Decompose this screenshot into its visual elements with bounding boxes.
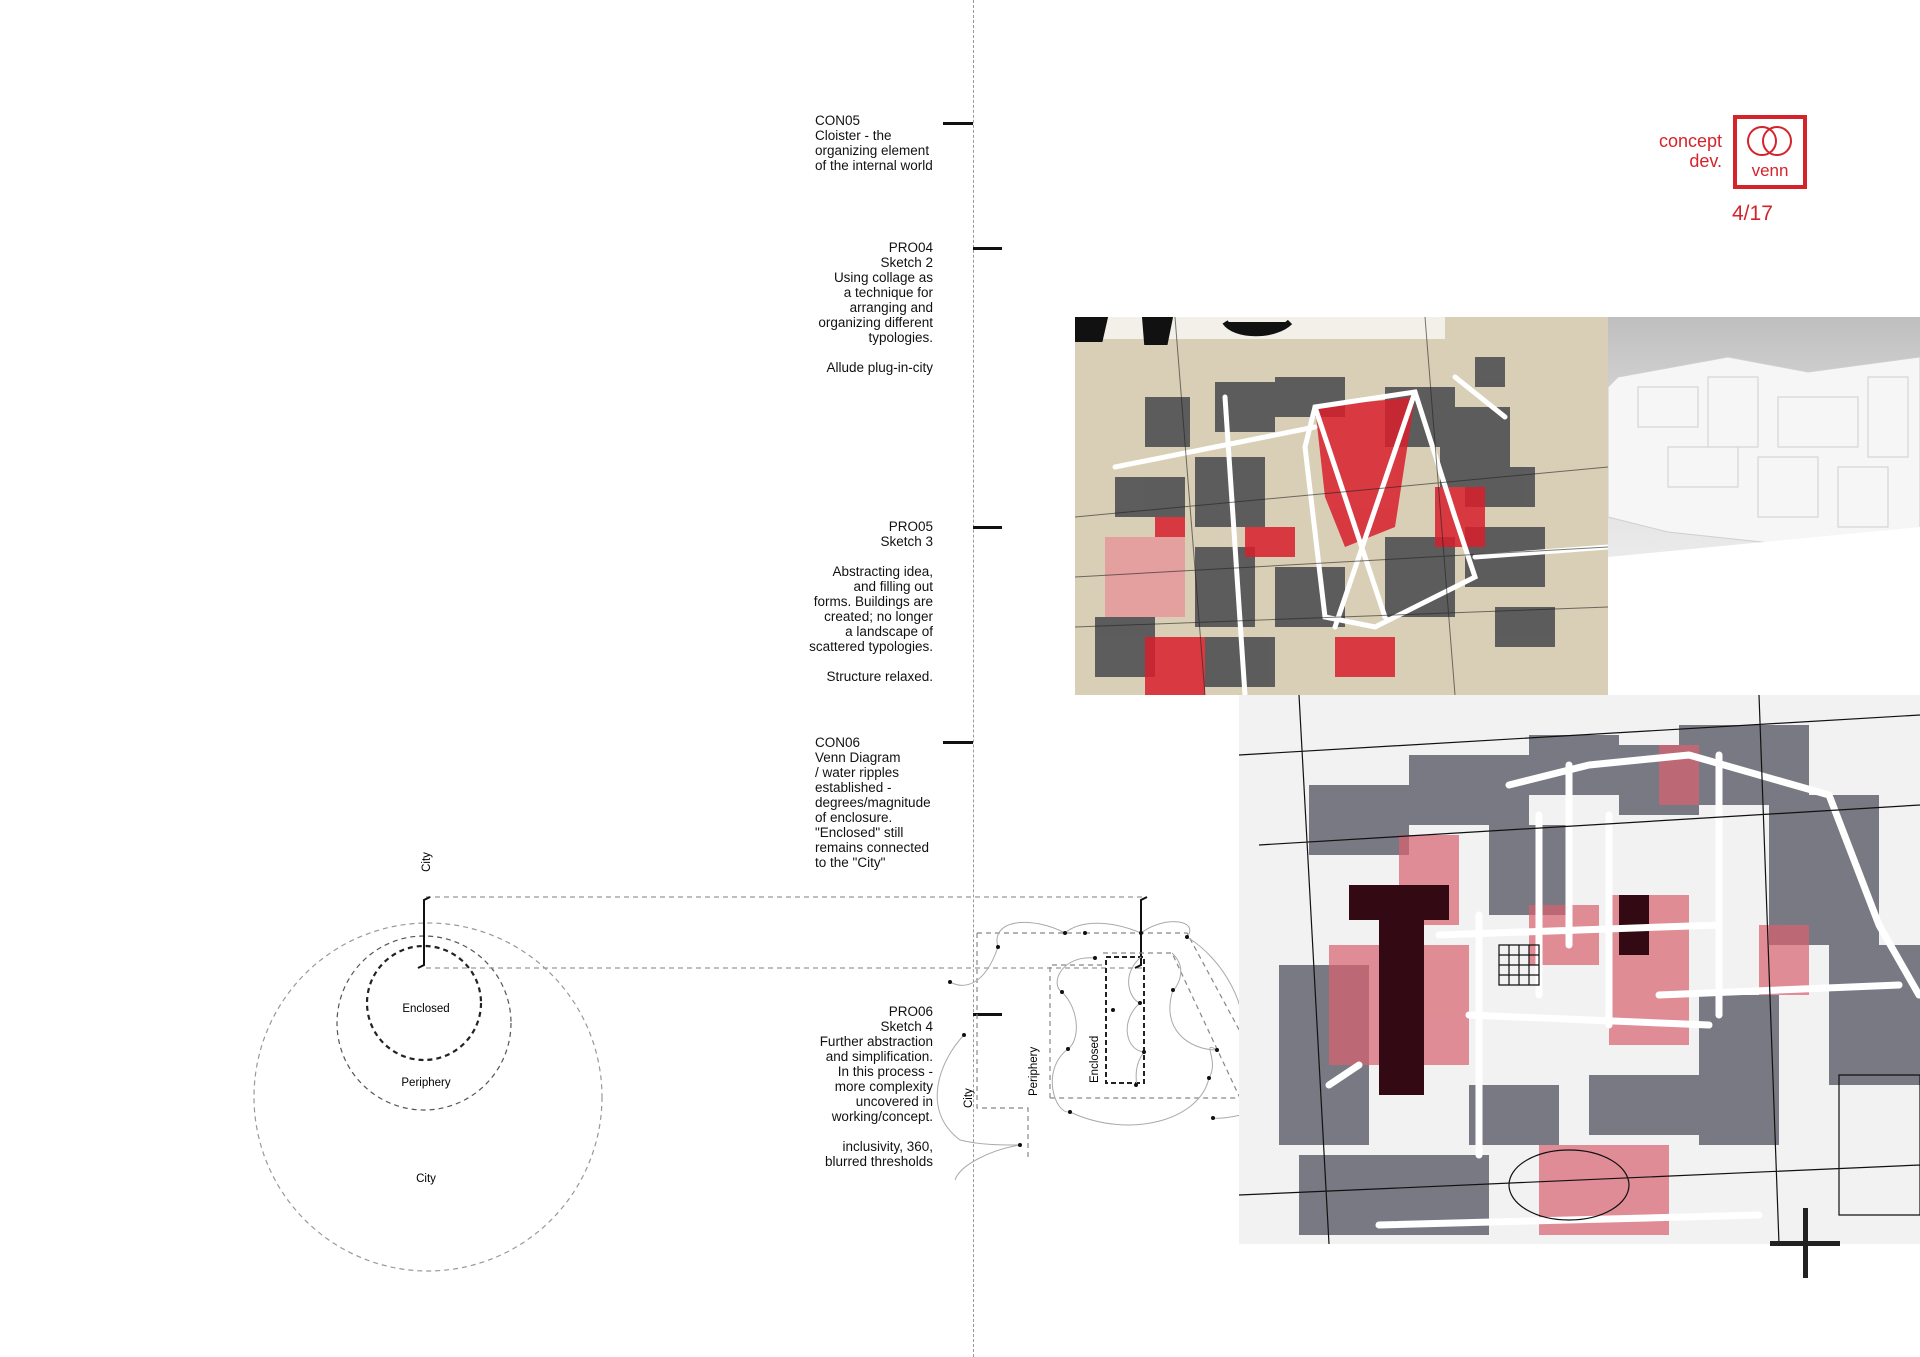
plan-label-enclosed: Enclosed (1089, 1036, 1101, 1083)
plan-label-city: City (963, 1088, 975, 1108)
venn-badge: venn (1733, 115, 1807, 189)
timeline-dashed-line (973, 0, 974, 1357)
note-pro04: PRO04 Sketch 2 Using collage as a techni… (818, 240, 933, 375)
periphery-zone-outline (1049, 952, 1241, 1099)
plan-label-periphery: Periphery (1028, 1047, 1040, 1096)
plan-diagram: City Periphery Enclosed (936, 921, 1263, 1181)
enclosed-circle (365, 944, 483, 1062)
enclosed-zone-outline (1105, 956, 1145, 1084)
note-con05: CON05 Cloister - the organizing element … (815, 113, 933, 173)
city-circle (253, 922, 603, 1272)
note-pro05: PRO05 Sketch 3 Abstracting idea, and fil… (809, 519, 933, 684)
venn-icon (1747, 126, 1792, 156)
label-periphery: Periphery (401, 1077, 450, 1089)
timeline-tick-con06 (943, 741, 973, 744)
bracket-left (417, 896, 431, 969)
white-model-drawing (1608, 356, 1920, 582)
page-number: 4/17 (1732, 202, 1773, 225)
timeline-tick-pro06 (973, 1013, 1002, 1016)
sketch-4-drawing (1239, 695, 1920, 1244)
note-pro06: PRO06 Sketch 4 Further abstraction and s… (819, 1004, 933, 1169)
timeline-tick-con05 (943, 122, 973, 125)
plus-icon (1770, 1208, 1840, 1278)
badge-label: venn (1751, 161, 1789, 180)
sketch-3-drawing (1075, 317, 1608, 695)
label-city: City (416, 1173, 436, 1185)
white-model-photo (1608, 317, 1920, 582)
note-con06: CON06 Venn Diagram / water ripples estab… (815, 735, 931, 870)
sketch-4-plan (1239, 695, 1920, 1244)
label-enclosed: Enclosed (402, 1003, 449, 1015)
sketch-3-photo (1075, 317, 1608, 695)
city-zone-outline (976, 932, 1251, 1160)
section-label: concept dev. (1658, 131, 1722, 171)
timeline-tick-pro04 (973, 247, 1002, 250)
timeline-tick-pro05 (973, 526, 1002, 529)
label-city-axis: City (421, 852, 433, 872)
